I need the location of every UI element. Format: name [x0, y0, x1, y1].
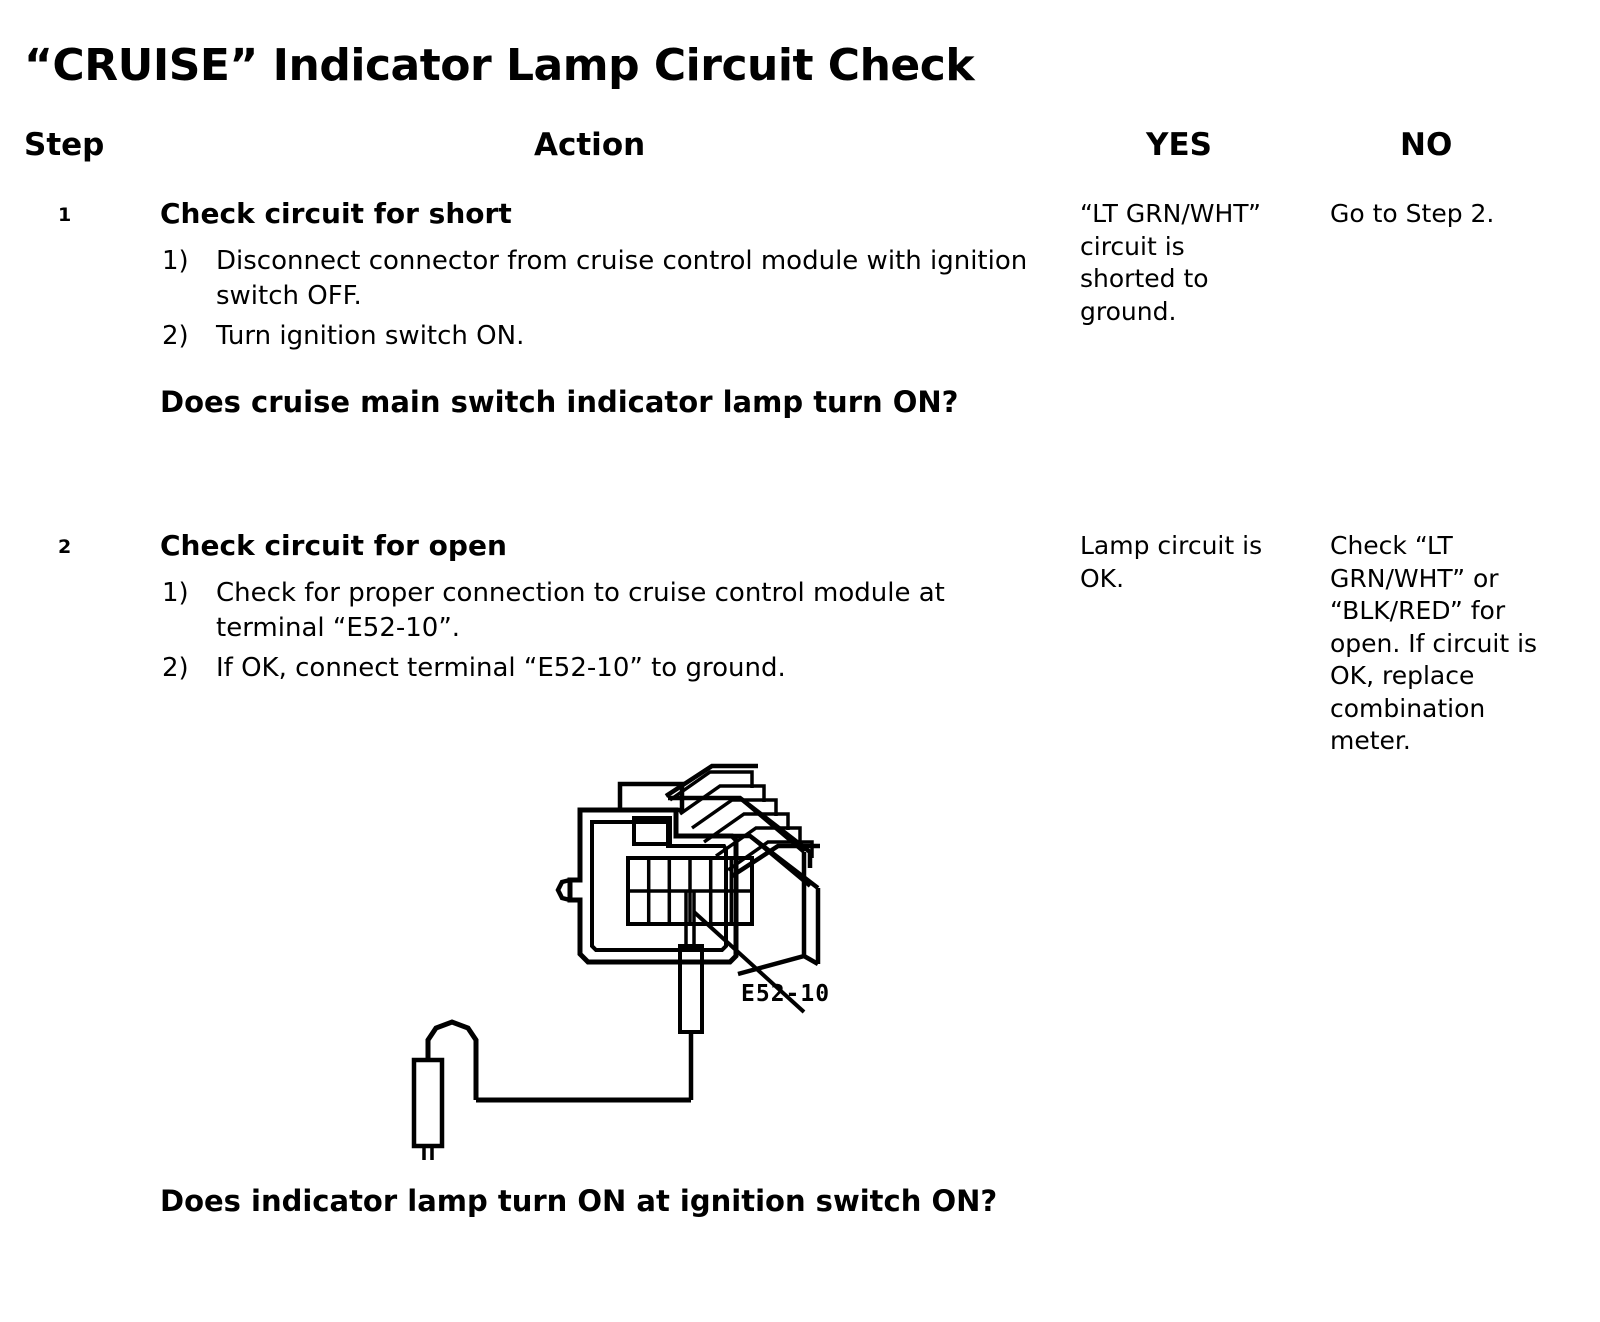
- column-header-step: Step: [24, 127, 105, 163]
- test-probe-lead: [678, 890, 704, 1100]
- pin-grid: [626, 856, 754, 926]
- list-item: 2) If OK, connect terminal “E52-10” to g…: [160, 651, 1040, 685]
- substep-marker: 2): [162, 320, 189, 351]
- connector-shell: [567, 807, 739, 965]
- yes-outcome: Lamp circuit is OK.: [1080, 531, 1263, 593]
- action-question: Does indicator lamp turn ON at ignition …: [160, 1184, 998, 1218]
- page-title: “CRUISE” Indicator Lamp Circuit Check: [24, 40, 975, 92]
- no-outcome: Check “LT GRN/WHT” or “BLK/RED” for open…: [1330, 531, 1538, 755]
- leader-line: [692, 910, 806, 1014]
- substep-text: Disconnect connector from cruise control…: [216, 246, 1028, 311]
- action-heading: Check circuit for open: [160, 529, 507, 562]
- action-heading: Check circuit for short: [160, 197, 512, 230]
- substep-text: Turn ignition switch ON.: [216, 320, 525, 351]
- terminal-label-e52-10: E52-10: [741, 981, 831, 1007]
- substep-marker: 2): [162, 652, 189, 683]
- list-item: 1) Disconnect connector from cruise cont…: [160, 244, 1040, 313]
- substep-list: 1) Disconnect connector from cruise cont…: [160, 244, 1040, 353]
- action-question: Does cruise main switch indicator lamp t…: [160, 385, 959, 420]
- yes-outcome: “LT GRN/WHT” circuit is shorted to groun…: [1080, 199, 1261, 326]
- substep-marker: 1): [162, 246, 189, 277]
- step-number: 1: [58, 204, 72, 226]
- no-outcome: Go to Step 2.: [1330, 199, 1495, 228]
- substep-marker: 1): [162, 578, 189, 609]
- list-item: 1) Check for proper connection to cruise…: [160, 576, 1040, 645]
- step-number: 2: [58, 536, 72, 558]
- connector-terminal-diagram: [380, 740, 900, 1160]
- column-header-yes: YES: [1146, 127, 1212, 163]
- substep-list: 1) Check for proper connection to cruise…: [160, 576, 1040, 685]
- action-cell: Check circuit for open 1) Check for prop…: [160, 529, 1040, 691]
- substep-text: If OK, connect terminal “E52-10” to grou…: [216, 652, 786, 683]
- action-cell: Check circuit for short 1) Disconnect co…: [160, 197, 1040, 422]
- substep-text: Check for proper connection to cruise co…: [216, 578, 945, 643]
- latch-tab: [617, 781, 685, 846]
- ground-probe: [411, 1019, 479, 1160]
- column-header-no: NO: [1400, 127, 1453, 163]
- list-item: 2) Turn ignition switch ON.: [160, 319, 1040, 353]
- column-header-action: Action: [534, 127, 646, 163]
